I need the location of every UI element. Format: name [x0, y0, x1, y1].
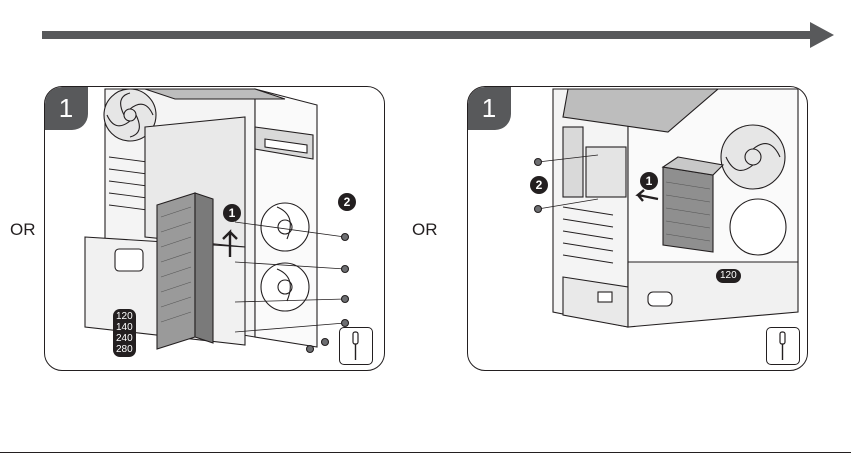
callout-2: 2	[530, 176, 548, 194]
bottom-divider	[0, 452, 851, 453]
or-label-right: OR	[412, 220, 438, 240]
screwdriver-icon	[340, 328, 372, 364]
radiator-size-list: 120 140 240 280	[113, 309, 136, 357]
radiator-size-240: 240	[116, 333, 133, 344]
radiator-size-140: 140	[116, 322, 133, 333]
process-arrow	[42, 22, 834, 48]
screwdriver-icon	[767, 328, 799, 364]
radiator-size-120: 120	[716, 269, 741, 283]
callout-1: 1	[640, 172, 658, 190]
or-label-left: OR	[10, 220, 36, 240]
screwdriver-tool-box	[766, 327, 800, 365]
callout-2: 2	[338, 193, 356, 211]
step-panel-front-mount: 1	[44, 86, 385, 371]
radiator-size-280: 280	[116, 344, 133, 355]
callout-1: 1	[223, 204, 241, 222]
screwdriver-tool-box	[339, 327, 373, 365]
case-front-illustration	[45, 87, 385, 371]
case-rear-illustration	[468, 87, 808, 371]
step-panel-rear-mount: 1	[467, 86, 808, 371]
radiator-size-120: 120	[116, 311, 133, 322]
